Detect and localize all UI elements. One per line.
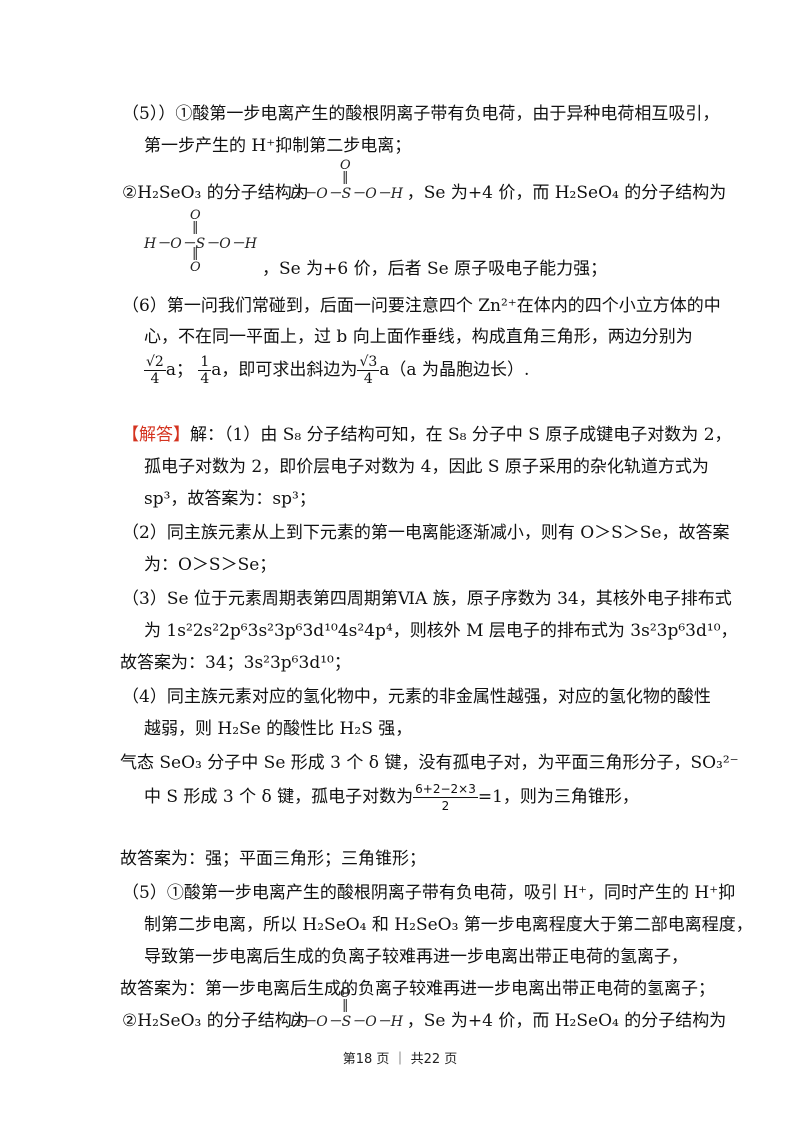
text-line: 故答案为：34；3s²3p⁶3d¹⁰；: [120, 653, 351, 673]
text-line: （5））①酸第一步电离产生的酸根阴离子带有负电荷，由于异种电荷相互吸引，: [122, 104, 720, 124]
text-line: （3）Se 位于元素周期表第四周期第ⅥA 族，原子序数为 34，其核外电子排布式: [122, 589, 732, 609]
double-bond-top: ‖: [192, 220, 199, 235]
oxygen-bottom: O: [190, 260, 201, 275]
double-bond: ‖: [342, 998, 349, 1013]
text-line: 【解答】解：（1）由 S₈ 分子结构可知，在 S₈ 分子中 S 原子成键电子对数…: [122, 425, 732, 445]
text-line: sp³，故答案为：sp³；: [144, 489, 316, 509]
double-bond: ‖: [342, 170, 349, 185]
h2seo4-structure: O ‖ H－O－S－O－H ‖ O: [144, 208, 264, 278]
formula-main: H－O－S－O－H: [290, 186, 403, 202]
text-line: （4）同主族元素对应的氢化物中，元素的非金属性越强，对应的氢化物的酸性: [122, 687, 711, 707]
text-segment: ，Se 为+4 价，而 H₂SeO₄ 的分子结构为: [406, 183, 727, 203]
formula-main: H－O－S－O－H: [290, 1014, 403, 1030]
text-line: （5）①酸第一步电离产生的酸根阴离子带有负电荷，吸引 H⁺，同时产生的 H⁺抑: [122, 883, 736, 903]
oxygen-top: O: [340, 158, 351, 173]
oxygen-top: O: [190, 208, 201, 223]
oxygen-top: O: [340, 986, 351, 1001]
text-line: 气态 SeO₃ 分子中 Se 形成 3 个 δ 键，没有孤电子对，为平面三角形分…: [120, 753, 739, 773]
double-bond-bottom: ‖: [192, 246, 199, 261]
text-line: 导致第一步电离后生成的负离子较难再进一步电离出带正电荷的氢离子，: [144, 947, 688, 967]
text-line: 为：O＞S＞Se；: [144, 555, 277, 575]
text-line: （2）同主族元素从上到下元素的第一电离能逐渐减小，则有 O＞S＞Se，故答案: [122, 523, 730, 543]
text-line: ，Se 为+6 价，后者 Se 原子吸电子能力强；: [262, 259, 608, 279]
text-line: 故答案为：强；平面三角形；三角锥形；: [120, 849, 426, 869]
text-line: ②H₂SeO₃ 的分子结构为，Se 为+4 价，而 H₂SeO₄ 的分子结构为: [122, 1011, 727, 1031]
text-line: 越弱，则 H₂Se 的酸性比 H₂S 强，: [144, 719, 413, 739]
text-line: 第一步产生的 H⁺抑制第二步电离；: [144, 136, 412, 156]
text-line: ②H₂SeO₃ 的分子结构为 ，Se 为+4 价，而 H₂SeO₄ 的分子结构为: [122, 182, 726, 204]
text-line: （6）第一问我们常碰到，后面一问要注意四个 Zn²⁺在体内的四个小立方体的中: [122, 296, 721, 316]
answer-tag: 【解答】: [122, 425, 190, 445]
text-line: 制第二步电离，所以 H₂SeO₄ 和 H₂SeO₃ 第一步电离程度大于第二部电离…: [144, 915, 753, 935]
text-line: 孤电子对数为 2，即价层电子对数为 4，因此 S 原子采用的杂化轨道方式为: [144, 457, 709, 477]
text-line: 为 1s²2s²2p⁶3s²3p⁶3d¹⁰4s²4p⁴，则核外 M 层电子的排布…: [144, 621, 738, 641]
text-line: 故答案为：第一步电离后生成的负离子较难再进一步电离出带正电荷的氢离子；: [120, 979, 715, 999]
page-footer: 第18 页 ｜ 共22 页: [342, 1052, 458, 1067]
formula-main: H－O－S－O－H: [144, 236, 257, 252]
text-segment: ②H₂SeO₃ 的分子结构为: [122, 183, 309, 203]
text-line: 心，不在同一平面上，过 b 向上面作垂线，构成直角三角形，两边分别为: [144, 327, 693, 347]
